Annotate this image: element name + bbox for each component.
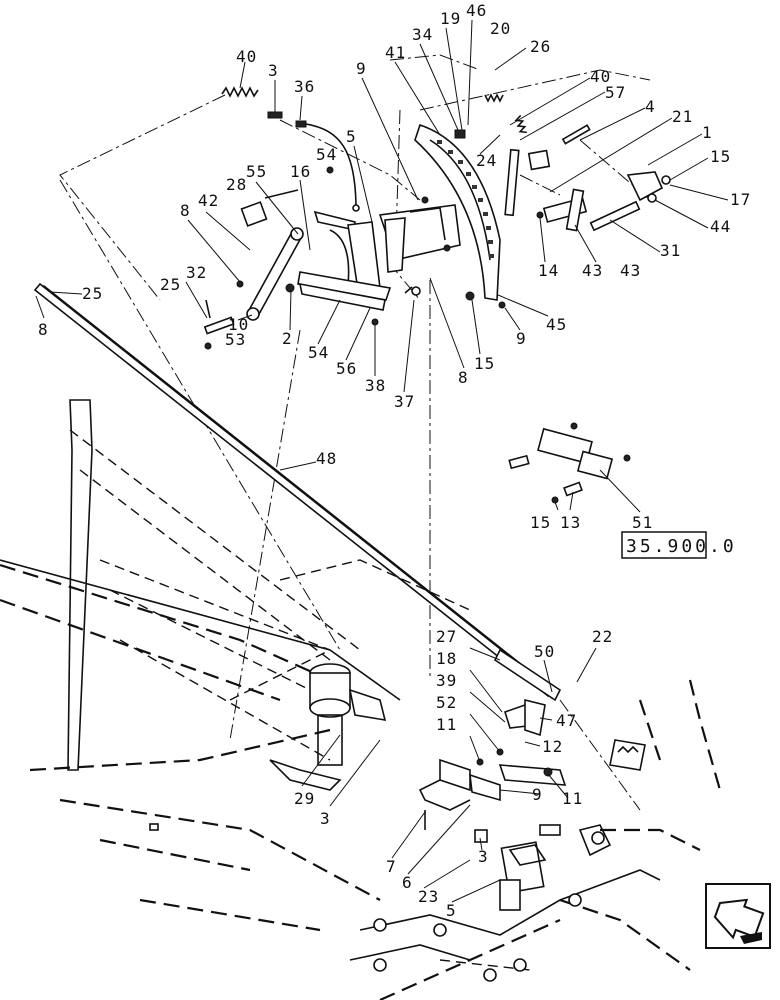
- callout-label: 5: [446, 901, 457, 920]
- callout-label: 48: [316, 449, 337, 468]
- callout-label: 20: [490, 19, 511, 38]
- callout-label: 37: [394, 392, 415, 411]
- callout-label: 45: [546, 315, 567, 334]
- callout-label: 12: [542, 737, 563, 756]
- callout-label: 4: [645, 97, 656, 116]
- callout-labels: 40 3 36 9 41 34 19 46 20 26 40 57 4 21 1…: [38, 1, 751, 920]
- callout-label: 15: [710, 147, 731, 166]
- callout-label: 11: [562, 789, 583, 808]
- lower-frame: [0, 399, 722, 1000]
- callout-label: 51: [632, 513, 653, 532]
- lever-arm-42: [240, 189, 304, 321]
- long-shaft-48: [33, 282, 562, 702]
- callout-label: 9: [356, 59, 367, 78]
- callout-label: 23: [418, 887, 439, 906]
- callout-label: 14: [538, 261, 559, 280]
- callout-label: 13: [560, 513, 581, 532]
- callout-label: 3: [268, 61, 279, 80]
- callout-label: 44: [710, 217, 731, 236]
- callout-label: 8: [38, 320, 49, 339]
- callout-label: 2: [282, 329, 293, 348]
- callout-label: 1: [702, 123, 713, 142]
- chain-coupling-51: [508, 422, 631, 504]
- callout-label: 55: [246, 162, 267, 181]
- callout-label: 21: [672, 107, 693, 126]
- mounting-bracket: [378, 196, 461, 273]
- callout-label: 25: [82, 284, 103, 303]
- callout-label: 19: [440, 9, 461, 28]
- callout-label: 36: [294, 77, 315, 96]
- base-plate: [149, 739, 661, 982]
- hydraulic-cylinder-left: [269, 663, 387, 791]
- callout-label: 32: [186, 263, 207, 282]
- callout-label: 9: [532, 785, 543, 804]
- callout-label: 34: [412, 25, 433, 44]
- callout-label: 42: [198, 191, 219, 210]
- reference-box[interactable]: 35.900.0: [621, 531, 737, 559]
- callout-label: 6: [402, 873, 413, 892]
- callout-label: 17: [730, 190, 751, 209]
- callout-label: 56: [336, 359, 357, 378]
- callout-label: 26: [530, 37, 551, 56]
- pivot-stand: [297, 210, 392, 311]
- callout-label: 18: [436, 649, 457, 668]
- hydraulic-cylinder-right: [499, 824, 612, 911]
- upper-right-linkage: [454, 93, 671, 309]
- callout-label: 27: [436, 627, 457, 646]
- callout-label: 40: [236, 47, 257, 66]
- callout-label: 11: [436, 715, 457, 734]
- callout-label: 15: [530, 513, 551, 532]
- callout-label: 43: [620, 261, 641, 280]
- callout-label: 7: [386, 857, 397, 876]
- callout-label: 15: [474, 354, 495, 373]
- callout-label: 3: [320, 809, 331, 828]
- callout-label: 5: [346, 127, 357, 146]
- callout-label: 54: [316, 145, 337, 164]
- callout-label: 50: [534, 642, 555, 661]
- callout-label: 31: [660, 241, 681, 260]
- callout-label: 43: [582, 261, 603, 280]
- callout-label: 46: [466, 1, 487, 20]
- phantom-lines: [59, 54, 651, 811]
- callout-label: 47: [556, 711, 577, 730]
- leader-lines: [35, 19, 729, 903]
- callout-label: 24: [476, 151, 497, 170]
- callout-label: 10: [228, 315, 249, 334]
- callout-label: 54: [308, 343, 329, 362]
- callout-label: 29: [294, 789, 315, 808]
- next-page-arrow-icon[interactable]: [705, 883, 771, 949]
- callout-label: 3: [478, 847, 489, 866]
- callout-label: 8: [180, 201, 191, 220]
- callout-label: 22: [592, 627, 613, 646]
- callout-label: 25: [160, 275, 181, 294]
- spring-40: [221, 61, 259, 98]
- callout-label: 8: [458, 368, 469, 387]
- quadrant-sector: [414, 123, 501, 301]
- callout-label: 9: [516, 329, 527, 348]
- small-fasteners-left: [203, 166, 421, 350]
- callout-label: 40: [590, 67, 611, 86]
- callout-label: 39: [436, 671, 457, 690]
- reference-number: 35.900.0: [626, 536, 737, 557]
- callout-label: 28: [226, 175, 247, 194]
- callout-label: 41: [385, 43, 406, 62]
- callout-label: 53: [225, 330, 246, 349]
- callout-label: 52: [436, 693, 457, 712]
- callout-label: 57: [605, 83, 626, 102]
- callout-label: 16: [290, 162, 311, 181]
- callout-label: 38: [365, 376, 386, 395]
